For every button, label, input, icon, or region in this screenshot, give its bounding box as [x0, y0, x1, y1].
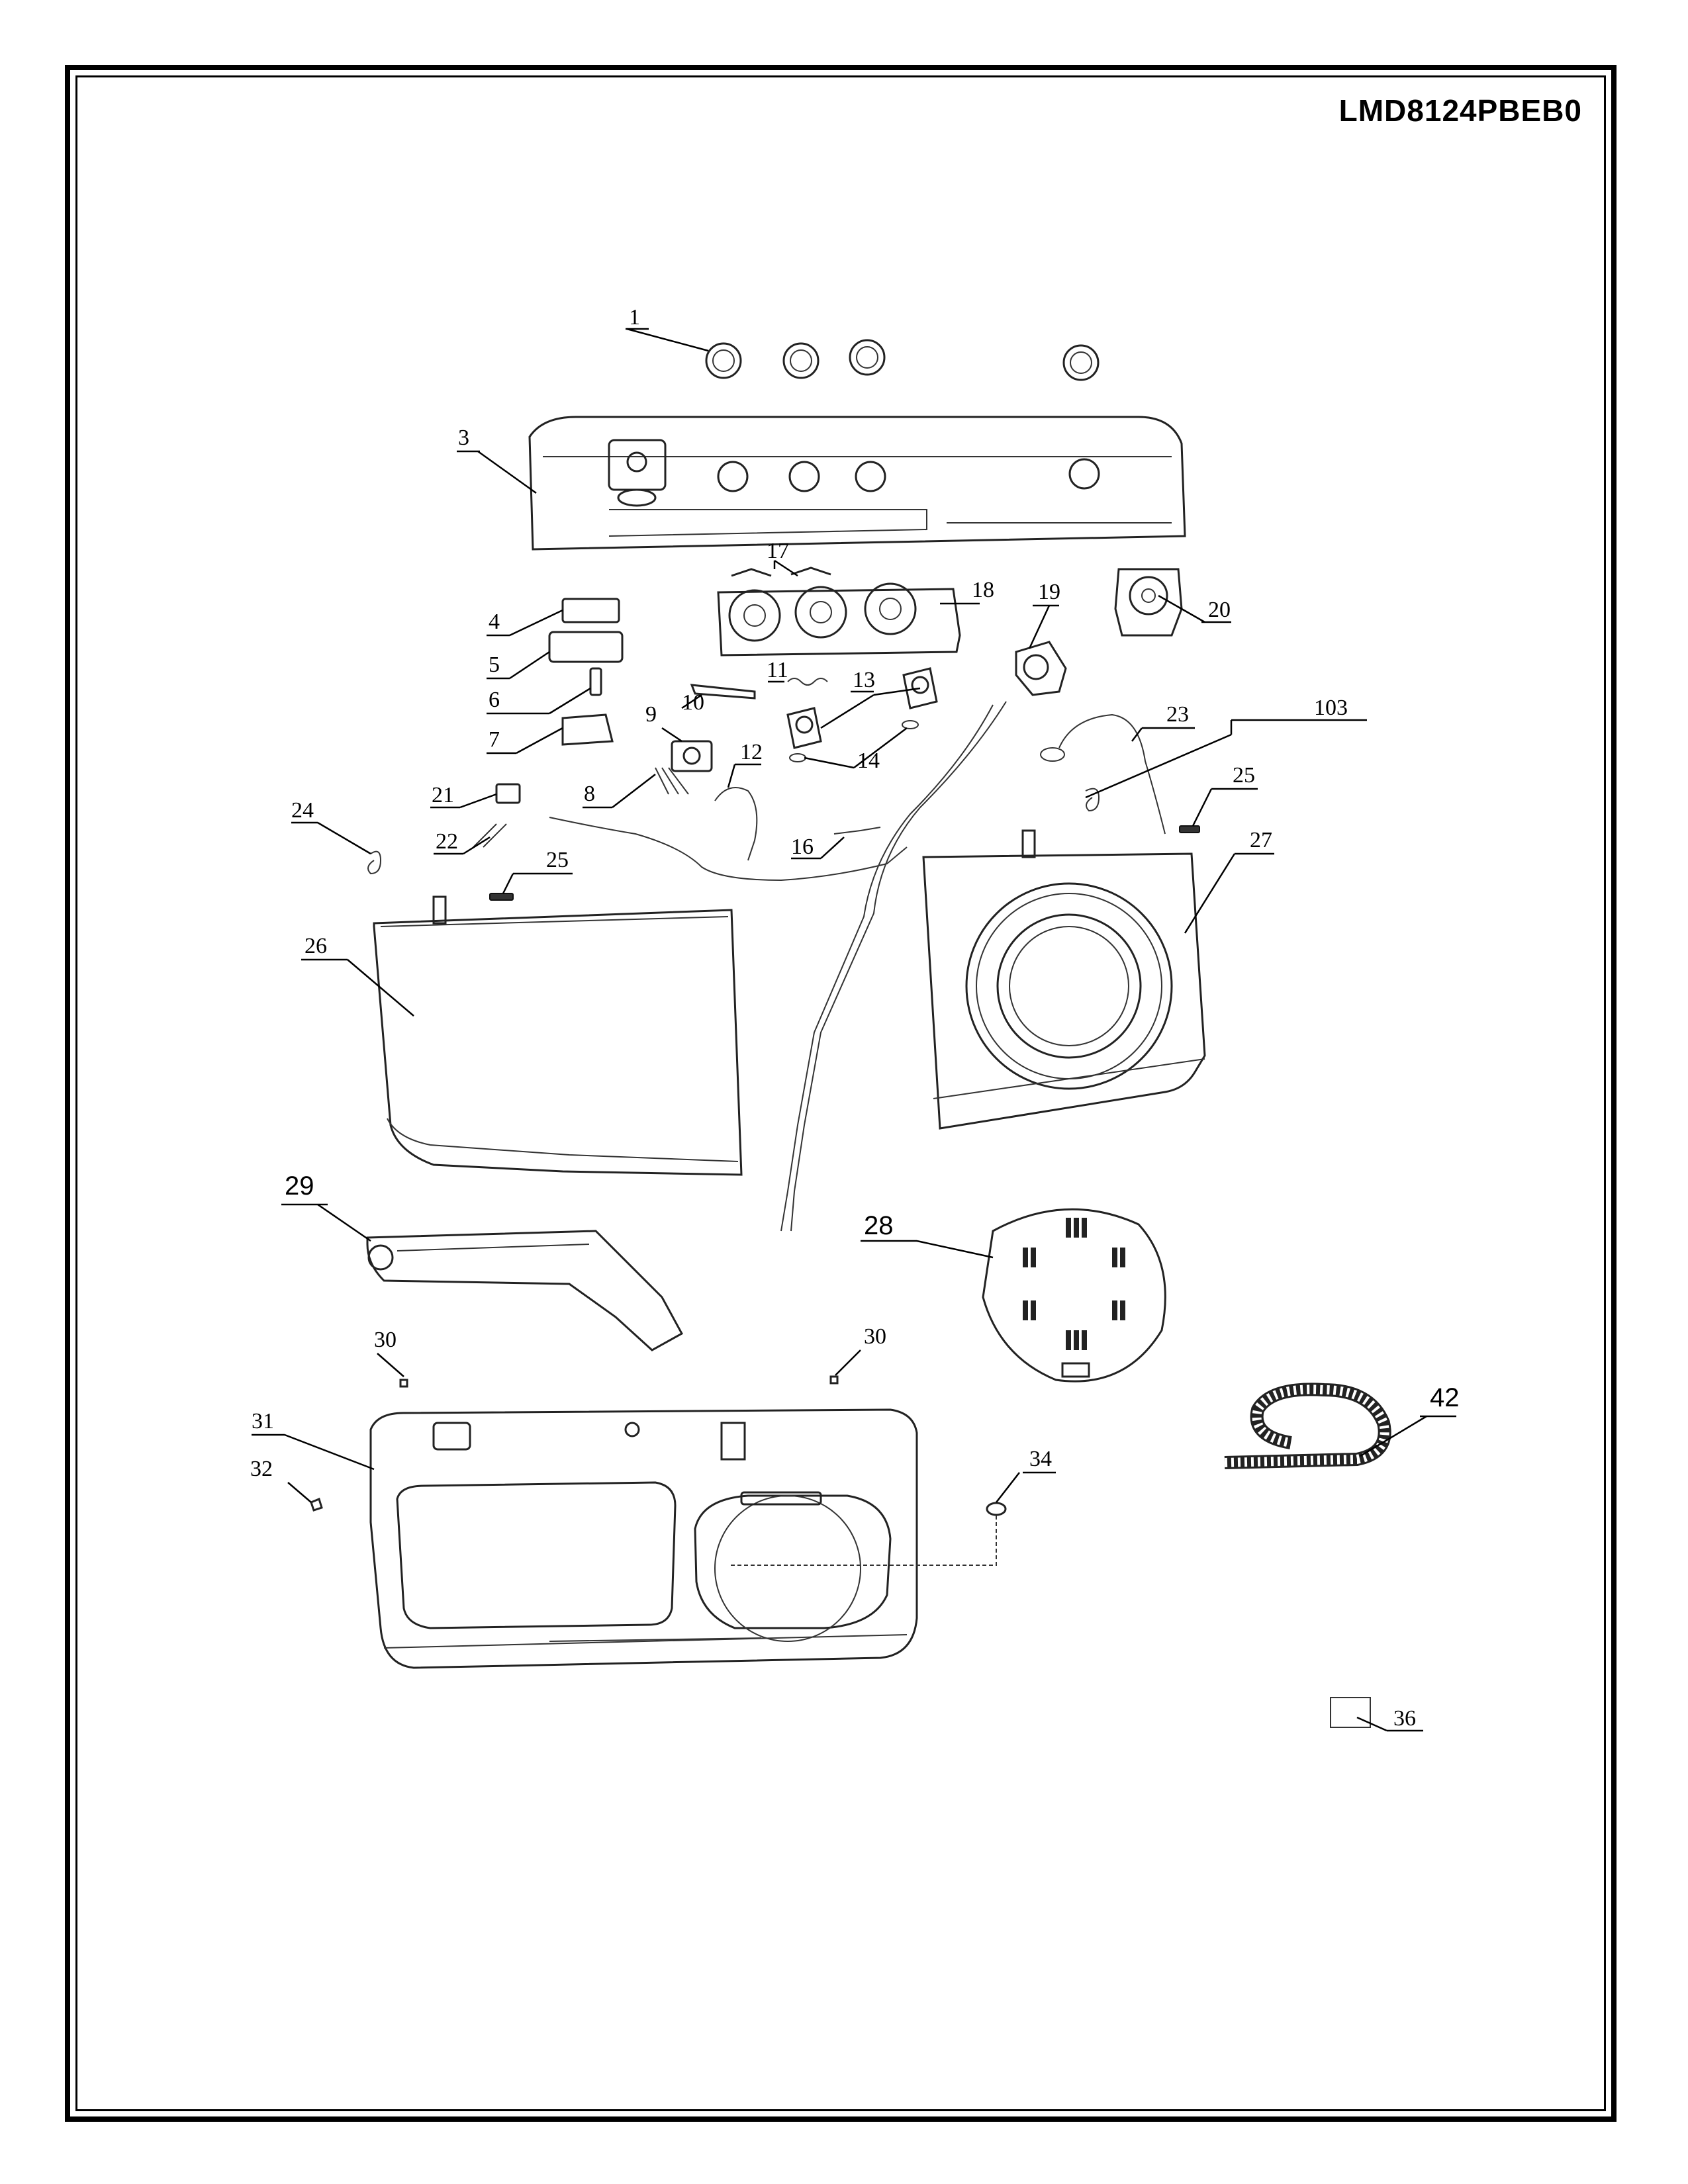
- label-4: 4: [489, 610, 500, 634]
- label-32: 32: [250, 1457, 273, 1481]
- part-11-spring: [787, 678, 828, 686]
- part-27-spin-lid: [922, 829, 1206, 1130]
- label-13: 13: [853, 668, 875, 692]
- main-wire-harness: [790, 701, 1007, 1232]
- label-3: 3: [458, 426, 469, 450]
- model-number: LMD8124PBEB0: [1338, 93, 1582, 128]
- part-3-control-panel: [528, 416, 1186, 551]
- label-103: 103: [1314, 696, 1348, 720]
- part-20-spin-timer-bracket: [1114, 568, 1183, 637]
- label-34: 34: [1029, 1447, 1052, 1471]
- label-17: 17: [767, 539, 789, 563]
- label-24: 24: [291, 798, 314, 823]
- label-14: 14: [857, 749, 880, 773]
- label-12: 12: [740, 740, 763, 764]
- label-16: 16: [791, 835, 814, 859]
- part-25-hinge-right: [1179, 825, 1200, 833]
- label-29: 29: [285, 1171, 314, 1201]
- part-30-screw-right: [829, 1375, 839, 1385]
- label-42: 42: [1430, 1383, 1460, 1412]
- part-30-screw-left: [399, 1379, 408, 1388]
- part-25-hinge-left: [489, 893, 514, 901]
- label-8: 8: [584, 782, 595, 806]
- label-26: 26: [305, 934, 327, 958]
- label-28: 28: [864, 1211, 894, 1240]
- part-17-springs: [731, 567, 831, 577]
- part-1-knobs: [705, 339, 1100, 381]
- part-32-screw: [310, 1497, 323, 1512]
- part-36-manual: [1330, 1697, 1371, 1728]
- part-6-spring: [589, 667, 602, 696]
- part-16-clip: [833, 827, 881, 835]
- part-103-spring: [1085, 788, 1100, 812]
- part-12-wire: [714, 787, 758, 861]
- part-9-motor: [671, 740, 713, 772]
- label-27: 27: [1250, 828, 1272, 852]
- label-30-left: 30: [374, 1328, 397, 1352]
- part-31-top-cover: [369, 1408, 918, 1669]
- label-25-right: 25: [1233, 763, 1255, 788]
- label-36: 36: [1393, 1706, 1416, 1731]
- part-22-wire: [473, 823, 507, 848]
- part-4-switch-cover: [561, 598, 620, 623]
- label-18: 18: [972, 578, 994, 602]
- part-19-timer: [1015, 641, 1067, 696]
- part-34-foot: [986, 1502, 1007, 1516]
- part-5-switch-housing: [548, 631, 624, 663]
- part-42-drain-hose: [1224, 1383, 1391, 1469]
- label-30-right: 30: [864, 1324, 886, 1349]
- label-6: 6: [489, 688, 500, 712]
- label-9: 9: [645, 702, 657, 727]
- label-1: 1: [629, 305, 640, 330]
- label-7: 7: [489, 727, 500, 752]
- part-23-cable: [1058, 713, 1166, 835]
- inner-border: [75, 75, 1606, 2111]
- label-19: 19: [1038, 580, 1060, 604]
- label-25-left: 25: [546, 848, 569, 872]
- label-23: 23: [1166, 702, 1189, 727]
- part-18-timer-bracket: [717, 582, 961, 657]
- part-21-microswitch: [495, 783, 521, 804]
- part-26-wash-lid: [373, 895, 743, 1176]
- part-29-drain-channel: [366, 1230, 684, 1351]
- label-10: 10: [682, 690, 704, 715]
- part-7-bracket: [561, 713, 614, 746]
- part-24-spring: [367, 850, 382, 875]
- label-31: 31: [252, 1409, 274, 1433]
- label-22: 22: [436, 829, 458, 854]
- part-28-spin-cover: [982, 1208, 1166, 1383]
- label-11: 11: [767, 658, 788, 682]
- label-21: 21: [432, 783, 454, 807]
- outer-border: [65, 65, 1617, 2122]
- part-8-harness: [549, 817, 908, 882]
- part-13-switches: [786, 667, 938, 749]
- label-5: 5: [489, 653, 500, 677]
- part-10-lever: [690, 684, 756, 700]
- label-20: 20: [1208, 598, 1231, 622]
